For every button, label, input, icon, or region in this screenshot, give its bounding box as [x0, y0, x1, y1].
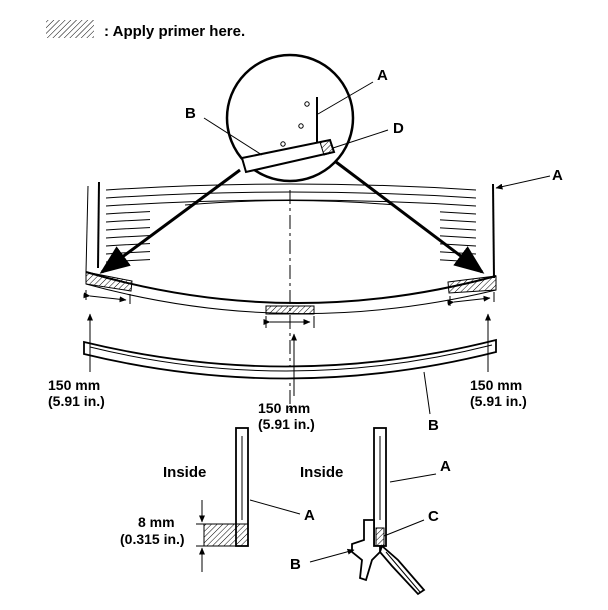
legend-text: : Apply primer here. [104, 23, 245, 40]
callout-d-detail: D [393, 120, 404, 137]
dimension-left [83, 290, 131, 372]
dim-right-mm: 150 mm [470, 377, 522, 393]
detail-arrow-right [335, 160, 485, 274]
windshield-glass [85, 181, 497, 412]
legend: : Apply primer here. [46, 20, 245, 40]
primer-patch-left [85, 271, 133, 292]
section-left [196, 427, 301, 572]
section-right-molding [351, 519, 381, 582]
dim-center-in: (5.91 in.) [258, 416, 315, 432]
section-right-inside: Inside [300, 464, 343, 481]
magnified-detail [203, 53, 389, 183]
dim-right-in: (5.91 in.) [470, 393, 527, 409]
callout-c-section-right: C [428, 508, 439, 525]
dim-height-mm: 8 mm [138, 514, 175, 530]
callout-a-section-right: A [440, 458, 451, 475]
callout-b-section-right: B [290, 556, 301, 573]
section-right [309, 427, 437, 596]
callout-a-detail: A [377, 67, 388, 84]
callout-a-glass: A [552, 167, 563, 184]
primer-patch-right [447, 275, 497, 294]
dim-height-in: (0.315 in.) [120, 531, 185, 547]
section-left-inside: Inside [163, 464, 206, 481]
dim-left-mm: 150 mm [48, 377, 100, 393]
primer-patch-center [265, 305, 315, 315]
callout-a-section-left: A [304, 507, 315, 524]
hatch-swatch [46, 20, 94, 38]
detail-arrow-left [99, 168, 241, 274]
dim-center-mm: 150 mm [258, 400, 310, 416]
callout-b-molding: B [428, 417, 439, 434]
dim-left-in: (5.91 in.) [48, 393, 105, 409]
dimension-right [447, 292, 495, 372]
section-left-primer [203, 523, 249, 547]
dimension-center [263, 316, 315, 396]
callout-b-detail: B [185, 105, 196, 122]
molding-strip [83, 338, 497, 380]
